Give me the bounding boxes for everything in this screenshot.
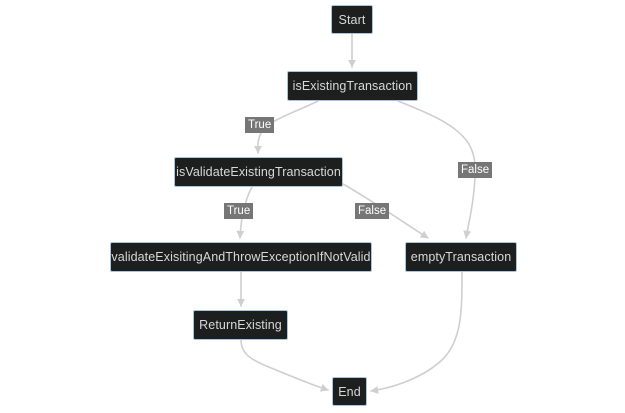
edge-label-false-isvalidateexistingtransaction: False [355, 203, 390, 219]
node-isexistingtransaction-label: isExistingTransaction [292, 79, 413, 93]
node-returnexisting[interactable]: ReturnExisting [193, 310, 288, 340]
edge-returnexisting-to-end [240, 339, 329, 392]
node-end-label: End [338, 384, 361, 399]
edge-label-true-isexistingtransaction: True [245, 117, 275, 133]
node-start-label: Start [338, 12, 366, 27]
node-isvalidateexistingtransaction[interactable]: isValidateExistingTransaction [174, 157, 343, 187]
node-emptytransaction[interactable]: emptyTransaction [405, 242, 517, 272]
edge-label-false-isexistingtransaction: False [458, 162, 493, 178]
node-end[interactable]: End [332, 377, 367, 406]
edge-label-true-isvalidateexistingtransaction: True [224, 203, 254, 219]
node-validateexisitingandthrowexceptionifnotvalid-label: validateExisitingAndThrowExceptionIfNotV… [111, 250, 371, 264]
edge-isexistingtransaction-to-emptytransaction-false [397, 100, 476, 239]
node-validateexisitingandthrowexceptionifnotvalid[interactable]: validateExisitingAndThrowExceptionIfNotV… [110, 242, 372, 272]
node-isexistingtransaction[interactable]: isExistingTransaction [287, 71, 418, 101]
node-returnexisting-label: ReturnExisting [199, 318, 282, 332]
node-emptytransaction-label: emptyTransaction [410, 250, 512, 264]
edge-emptytransaction-to-end [370, 271, 463, 394]
node-start[interactable]: Start [331, 5, 373, 34]
node-isvalidateexistingtransaction-label: isValidateExistingTransaction [176, 165, 341, 179]
